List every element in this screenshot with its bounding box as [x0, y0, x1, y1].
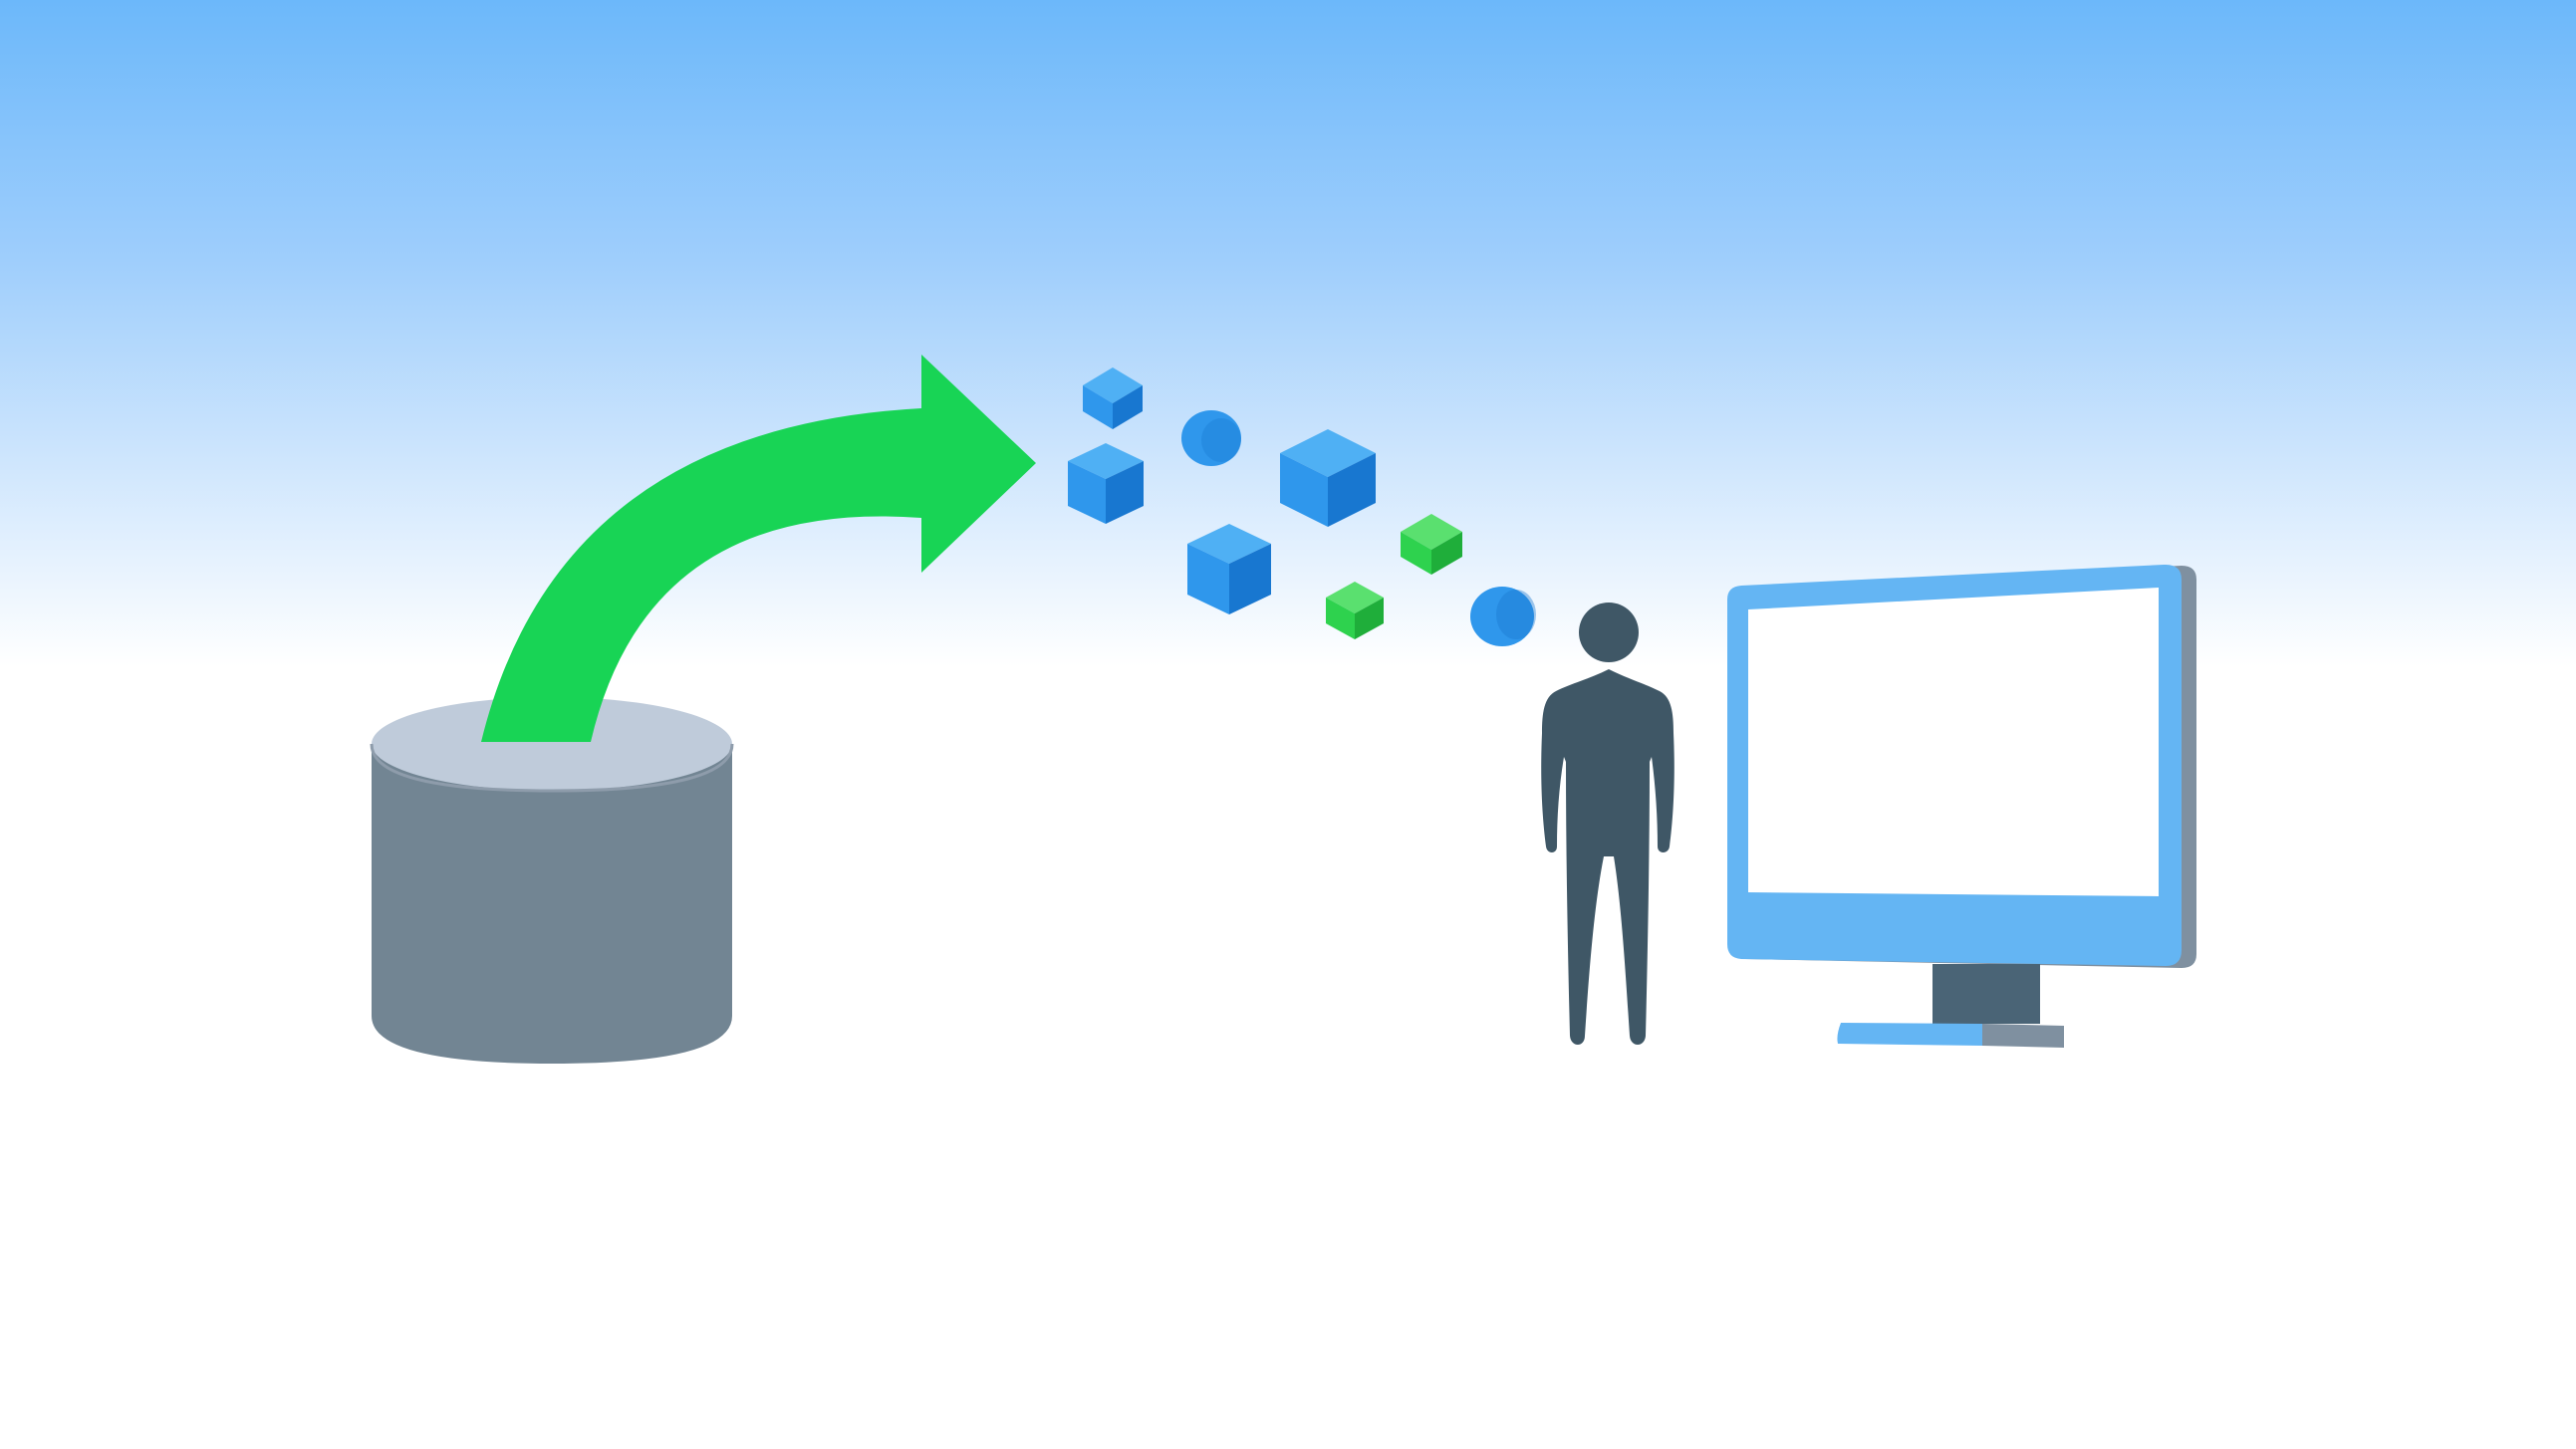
- data-cube-icon: [1068, 443, 1144, 524]
- data-packets: [1068, 367, 1536, 646]
- monitor-icon: [1727, 564, 2196, 1048]
- monitor-screen: [1748, 588, 2159, 896]
- data-blob-icon: [1181, 410, 1241, 466]
- database-cylinder-icon: [370, 697, 734, 1064]
- data-cube-icon: [1326, 582, 1384, 639]
- data-cube-icon: [1187, 524, 1271, 614]
- data-blob-icon: [1470, 587, 1536, 646]
- curved-arrow-icon: [481, 355, 1036, 742]
- person-icon: [1541, 603, 1674, 1045]
- monitor-stand: [1932, 964, 2040, 1024]
- data-cube-icon: [1401, 514, 1462, 575]
- data-cube-icon: [1083, 367, 1143, 429]
- data-cube-icon: [1280, 429, 1376, 527]
